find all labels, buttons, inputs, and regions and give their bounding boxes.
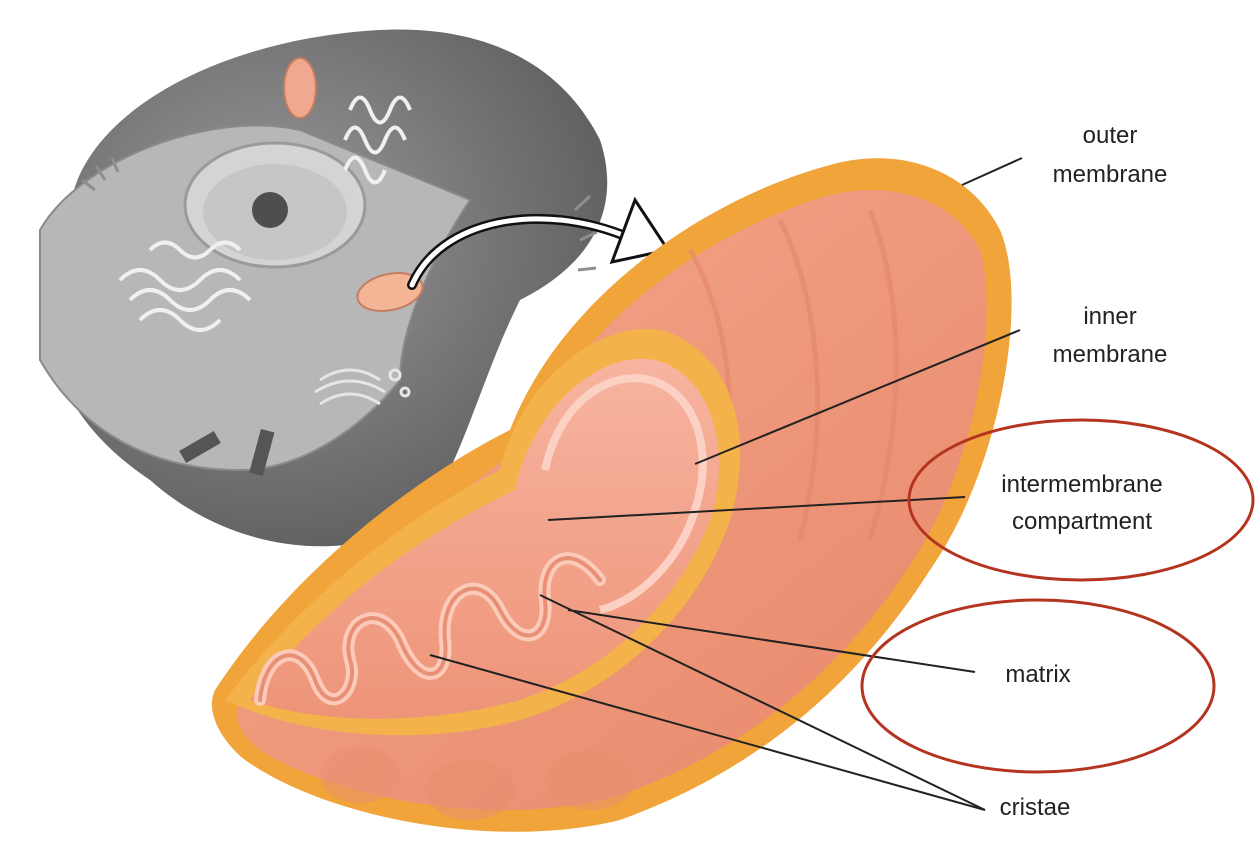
label-outer-membrane-line2: membrane [1053,161,1168,188]
leader-outer-membrane [962,158,1022,185]
label-inner-membrane-line2: membrane [1053,341,1168,368]
label-intermembrane-line1: intermembrane [1001,471,1162,498]
label-cristae: cristae [1000,794,1071,821]
label-inner-membrane-line1: inner [1083,303,1136,330]
label-intermembrane-line2: compartment [1012,508,1152,535]
nucleolus [252,192,288,228]
cell-mitochondrion-small [284,58,316,118]
label-outer-membrane-line1: outer [1083,122,1138,149]
label-matrix: matrix [1005,661,1070,688]
